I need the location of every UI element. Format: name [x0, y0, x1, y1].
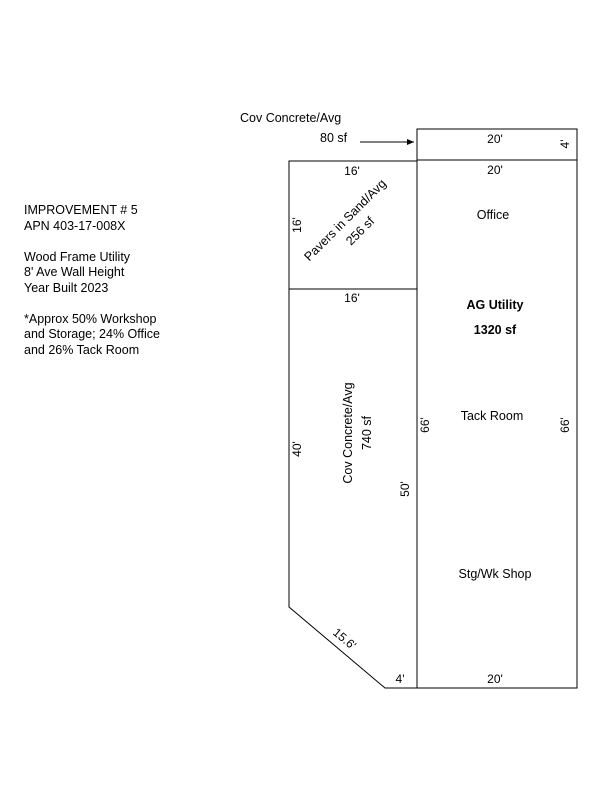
approx-note-line-1: *Approx 50% Workshop: [24, 311, 157, 326]
utility-outline: [416, 159, 578, 689]
utility-name: AG Utility: [467, 298, 524, 312]
construction-type: Wood Frame Utility: [24, 249, 131, 264]
approx-note-line-3: and 26% Tack Room: [24, 342, 140, 357]
callout-label: Cov Concrete/Avg: [240, 111, 341, 125]
year-built: Year Built 2023: [24, 280, 109, 295]
cov-concrete-label: Cov Concrete/Avg: [341, 382, 355, 483]
room-tack: Tack Room: [461, 409, 524, 423]
improvement-number: IMPROVEMENT # 5: [24, 203, 138, 217]
improvement-notes: IMPROVEMENT # 5 APN 403-17-008X Wood Fra…: [24, 203, 160, 358]
pavers-outline: [288, 160, 418, 290]
pavers-label: Pavers in Sand/Avg: [301, 176, 388, 263]
utility-right-dim: 66': [558, 417, 572, 433]
porch-side-dim: 4': [558, 140, 572, 149]
cov-concrete-bottom-dim: 4': [396, 672, 405, 686]
cov-concrete-left-dim: 40': [290, 441, 304, 457]
callout-area: 80 sf: [320, 131, 348, 145]
cov-concrete-right-dim: 50': [398, 481, 412, 497]
cov-concrete-outline: [288, 289, 417, 689]
wall-height: 8' Ave Wall Height: [24, 265, 125, 279]
utility-top-dim: 20': [487, 163, 503, 177]
cov-concrete-diag-dim: 15.6': [330, 625, 359, 652]
pavers-top-dim: 16': [344, 164, 360, 178]
utility-bottom-dim: 20': [487, 672, 503, 686]
pavers-left-dim: 16': [290, 217, 304, 233]
approx-note-line-2: and Storage; 24% Office: [24, 327, 160, 341]
room-office: Office: [477, 208, 509, 222]
porch-top-dim: 20': [487, 132, 503, 146]
utility-left-dim: 66': [418, 417, 432, 433]
utility-area: 1320 sf: [474, 323, 517, 337]
cov-concrete-area: 740 sf: [360, 415, 374, 450]
room-shop: Stg/Wk Shop: [459, 567, 532, 581]
apn: APN 403-17-008X: [24, 218, 126, 233]
pavers-bottom-dim: 16': [344, 291, 360, 305]
